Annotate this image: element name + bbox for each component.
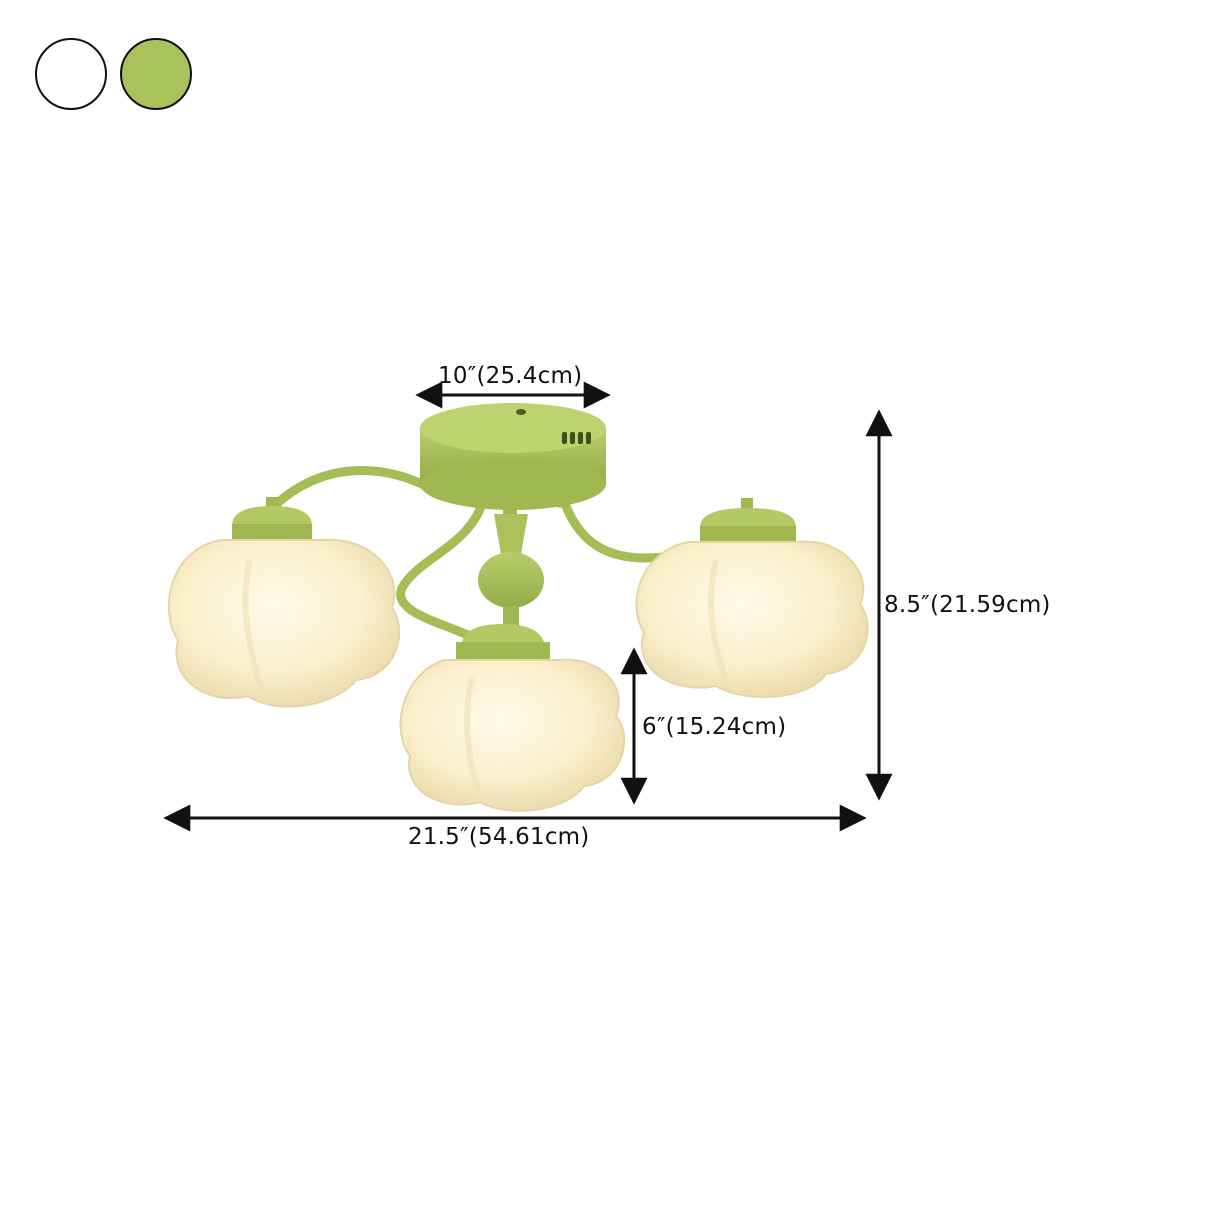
right-lamp-shade (635, 498, 869, 699)
total-width-label: 21.5″(54.61cm) (408, 824, 590, 850)
canopy-width-label: 10″(25.4cm) (438, 363, 583, 389)
front-arm (396, 483, 491, 641)
right-arm (555, 483, 677, 563)
left-arm (267, 465, 435, 513)
center-lamp-shade (399, 624, 626, 812)
central-stem (478, 484, 544, 626)
total-height-label: 8.5″(21.59cm) (884, 592, 1051, 618)
left-lamp-shade (167, 497, 401, 708)
dimension-lines (163, 381, 893, 832)
white-color-swatch[interactable] (35, 38, 107, 110)
shade-height-label: 6″(15.24cm) (642, 714, 787, 740)
green-color-swatch[interactable] (120, 38, 192, 110)
ceiling-canopy (420, 403, 606, 510)
